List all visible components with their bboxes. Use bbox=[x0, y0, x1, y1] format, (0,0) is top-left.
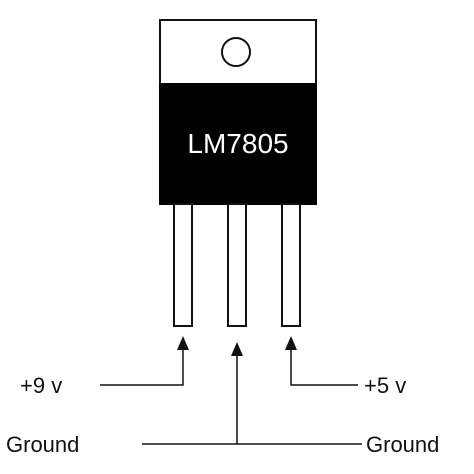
pin-input-lead bbox=[173, 203, 193, 327]
leader-line-output bbox=[290, 350, 358, 386]
pin-input-label: +9 v bbox=[20, 373, 62, 398]
arrow-input-icon bbox=[177, 336, 189, 350]
arrow-ground-icon bbox=[231, 342, 243, 356]
pin-output-label: +5 v bbox=[364, 373, 406, 398]
leader-line-input bbox=[100, 350, 184, 386]
ground-label-left: Ground bbox=[6, 432, 79, 457]
part-number-label: LM7805 bbox=[187, 128, 288, 159]
ground-label-right: Ground bbox=[366, 432, 439, 457]
arrow-output-icon bbox=[285, 336, 297, 350]
regulator-body bbox=[159, 83, 317, 205]
pin-ground-lead bbox=[227, 203, 247, 327]
mounting-hole bbox=[221, 37, 251, 67]
pin-output-lead bbox=[281, 203, 301, 327]
